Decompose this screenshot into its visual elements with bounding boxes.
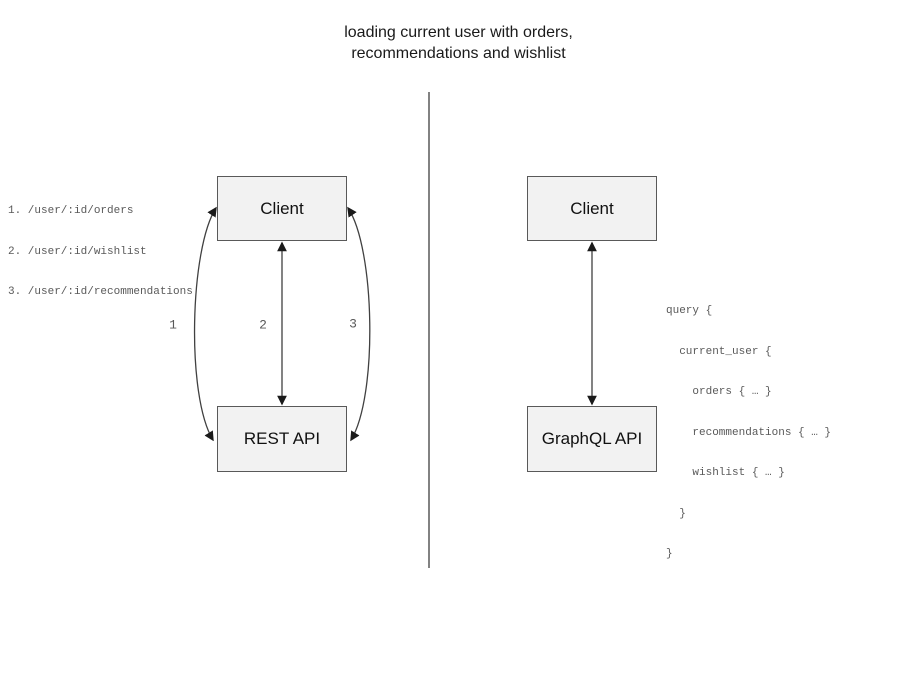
arrow-label-3: 3 bbox=[349, 316, 357, 332]
endpoint-item: 1. /user/:id/orders bbox=[8, 205, 134, 217]
rest-client-label: Client bbox=[260, 198, 304, 218]
graphql-api-label: GraphQL API bbox=[541, 429, 643, 448]
query-line: } bbox=[666, 548, 673, 560]
rest-api-label: REST API bbox=[243, 429, 321, 448]
graphql-api-box: GraphQL API bbox=[527, 406, 657, 472]
rest-endpoints-list: 1. /user/:id/orders 2. /user/:id/wishlis… bbox=[8, 178, 193, 327]
query-line: recommendations { … } bbox=[666, 426, 832, 439]
diagram-title-line-2: recommendations and wishlist bbox=[351, 45, 566, 62]
query-line: current_user { bbox=[666, 345, 772, 358]
arrow-label-1: 1 bbox=[169, 317, 177, 333]
graphql-client-box: Client bbox=[527, 176, 657, 241]
endpoint-item: 2. /user/:id/wishlist bbox=[8, 245, 147, 258]
graphql-client-label: Client bbox=[570, 198, 614, 218]
query-line: orders { … } bbox=[666, 386, 772, 398]
rest-api-box: REST API bbox=[217, 406, 347, 472]
query-line: } bbox=[666, 507, 686, 520]
endpoint-item: 3. /user/:id/recommendations bbox=[8, 286, 193, 298]
diagram-title-line-1: loading current user with orders, bbox=[344, 24, 573, 41]
arrow-label-2: 2 bbox=[259, 317, 267, 333]
rest-arrow-1-curve bbox=[193, 206, 217, 442]
diagram-title: loading current user with orders, recomm… bbox=[0, 22, 917, 64]
rest-client-box: Client bbox=[217, 176, 347, 241]
graphql-query-code: query { current_user { orders { … } reco… bbox=[666, 278, 831, 589]
query-line: query { bbox=[666, 305, 713, 317]
query-line: wishlist { … } bbox=[666, 467, 785, 479]
